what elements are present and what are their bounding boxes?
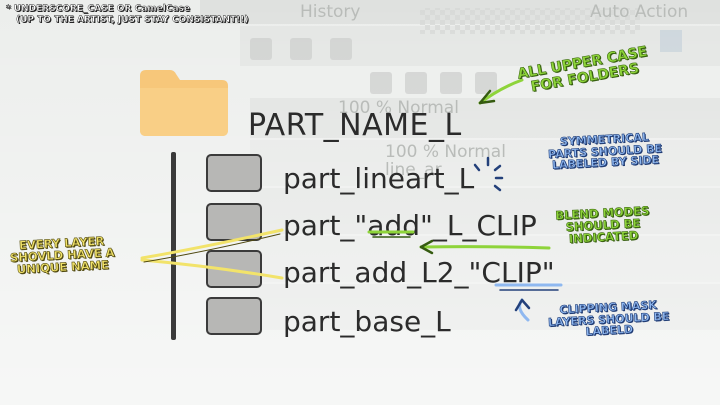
layer-thumbnail: [206, 203, 262, 241]
symmetry-note: SYMMETRICAL PARTS SHOULD BE LABELED BY S…: [547, 130, 663, 172]
bg-lineart-label: line_ar: [385, 160, 442, 180]
layer-name: part_base_L: [283, 305, 451, 338]
folder-name: PART_NAME_L: [248, 108, 462, 143]
bg-normal-label-1: 100 % Normal: [338, 98, 459, 118]
naming-convention-line-1: * UNDERSCORE_CASE OR CamelCase: [6, 4, 190, 14]
unique-name-note: EVERY LAYER SHOVLD HAVE A UNIQUE NAME: [9, 233, 115, 276]
layer-tree-line: [171, 152, 176, 340]
bg-normal-label-2: 100 % Normal: [385, 142, 506, 162]
clipping-note: CLIPPING MASK LAYERS SHOULD BE LABELD: [547, 298, 670, 340]
layer-name: part_"add"_L_CLIP: [283, 209, 537, 242]
bg-history-tab: History: [300, 2, 361, 22]
blend-mode-note: BLEND MODES SHOULD BE INDICATED: [555, 203, 651, 246]
layer-name: part_lineart_L: [283, 162, 475, 195]
layer-thumbnail: [206, 154, 262, 192]
naming-convention-note: * UNDERSCORE_CASE OR CamelCase (UP TO TH…: [6, 4, 249, 27]
naming-convention-line-2: (UP TO THE ARTIST, JUST STAY CONSISTANT!…: [16, 15, 249, 26]
layer-name: part_add_L2_"CLIP": [283, 256, 555, 289]
layer-thumbnail: [206, 250, 262, 288]
bg-auto-action-tab: Auto Action: [590, 2, 689, 22]
layer-thumbnail: [206, 297, 262, 335]
folder-icon: [140, 70, 228, 136]
